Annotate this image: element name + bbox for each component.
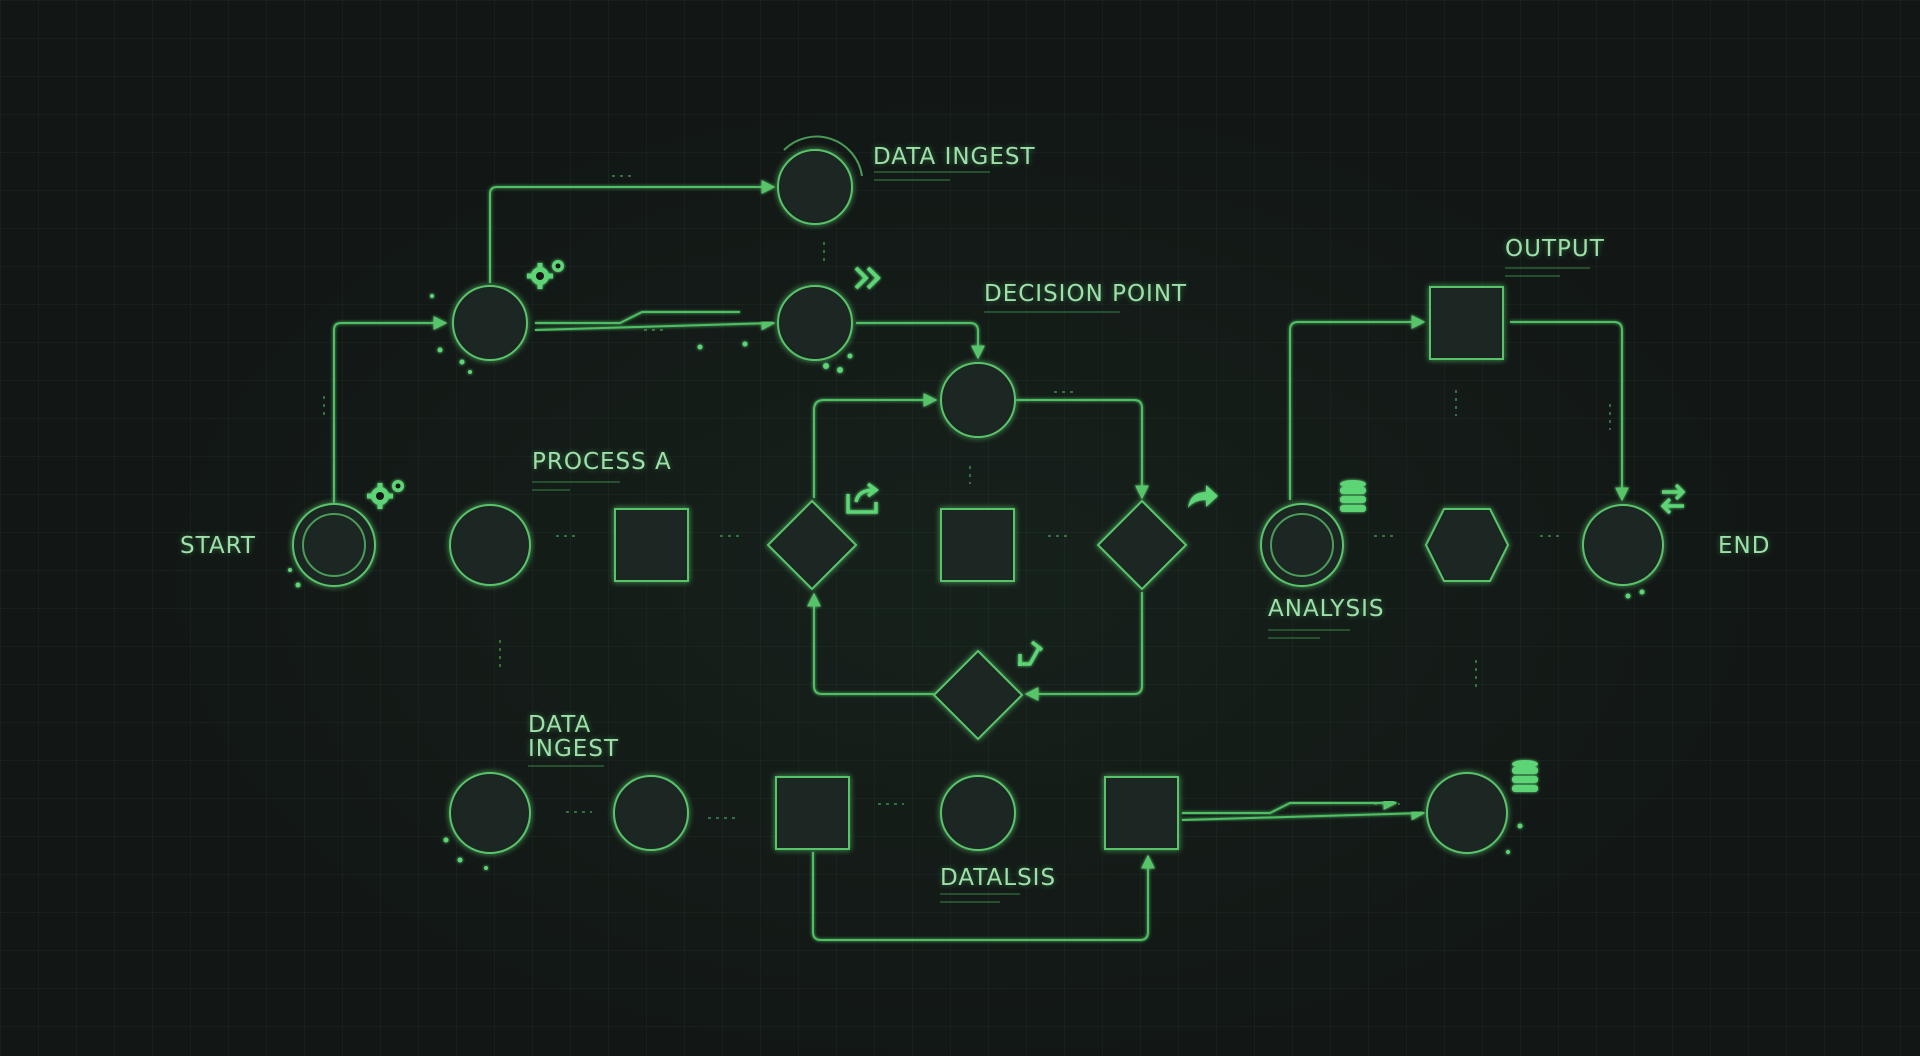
edge-d3-left: [807, 592, 934, 695]
node-data-ingest-top[interactable]: [777, 149, 853, 225]
node-square-2[interactable]: [940, 508, 1015, 582]
node-decision-circle[interactable]: [940, 362, 1016, 438]
node-start-ring: [302, 513, 366, 577]
gear-icon: [367, 480, 404, 509]
edge-d2-down: [1024, 592, 1143, 701]
edge-b5-to-b6-b: [1181, 806, 1426, 821]
node-top-mid[interactable]: [777, 285, 853, 361]
label-start: START: [180, 533, 256, 559]
database-icon: [1512, 760, 1538, 792]
edge-output-to-end: [1510, 321, 1629, 502]
label-end: END: [1718, 533, 1771, 559]
node-top-left[interactable]: [452, 285, 528, 361]
caption-lines: [528, 171, 1590, 903]
node-analysis-ring: [1270, 513, 1334, 577]
node-bottom-square-2[interactable]: [1104, 776, 1179, 850]
node-bottom-right[interactable]: [1426, 772, 1508, 854]
node-output[interactable]: [1429, 286, 1504, 360]
label-data-ingest-bottom-1: DATA: [528, 712, 592, 738]
nodes: [292, 135, 1664, 854]
edge-b3-loop: [812, 852, 1155, 941]
edges: [333, 180, 1629, 941]
redo-arrow-icon: [1188, 485, 1218, 508]
node-process-a[interactable]: [449, 504, 531, 586]
edge-start-up: [333, 316, 448, 503]
edge-top-to-ingest: [489, 180, 776, 283]
edge-decision-right: [1016, 399, 1149, 500]
glow-dots: [288, 294, 1645, 870]
share-icon: [846, 482, 879, 514]
label-datalsis: DATALSIS: [940, 865, 1057, 891]
tool-icon: [1018, 640, 1044, 666]
node-diamond-3[interactable]: [932, 649, 1024, 741]
edge-b5-to-b6: [1182, 796, 1398, 814]
label-output: OUTPUT: [1505, 236, 1605, 262]
label-analysis: ANALYSIS: [1268, 596, 1385, 622]
node-start[interactable]: [292, 503, 376, 587]
edge-mid-to-decision: [856, 322, 985, 360]
node-data-ingest-ring: [783, 135, 863, 177]
edge-d1-up: [813, 393, 938, 498]
gear-icon: [527, 260, 564, 289]
double-chevron-icon: [854, 266, 881, 290]
swap-icon: [1660, 483, 1686, 515]
node-data-ingest-bottom[interactable]: [449, 772, 531, 854]
edge-top-to-mid: [535, 311, 740, 324]
node-diamond-2[interactable]: [1096, 499, 1188, 591]
database-icon: [1340, 480, 1366, 512]
node-analysis[interactable]: [1260, 503, 1344, 587]
label-process-a: PROCESS A: [532, 449, 672, 475]
node-datalsis[interactable]: [940, 775, 1016, 851]
node-hexagon[interactable]: [1424, 508, 1510, 582]
node-bottom-square-1[interactable]: [775, 776, 850, 850]
node-bottom-2[interactable]: [613, 775, 689, 851]
edge-analysis-to-output: [1289, 315, 1426, 500]
label-data-ingest-bottom-2: INGEST: [528, 736, 619, 762]
node-diamond-1[interactable]: [766, 499, 858, 591]
edge-top-to-mid-b: [534, 316, 776, 331]
label-decision-point: DECISION POINT: [984, 281, 1188, 307]
node-square-1[interactable]: [614, 508, 689, 582]
node-end[interactable]: [1582, 504, 1664, 586]
flow-tick-accents: [323, 175, 1611, 819]
label-data-ingest-top: DATA INGEST: [873, 144, 1036, 170]
